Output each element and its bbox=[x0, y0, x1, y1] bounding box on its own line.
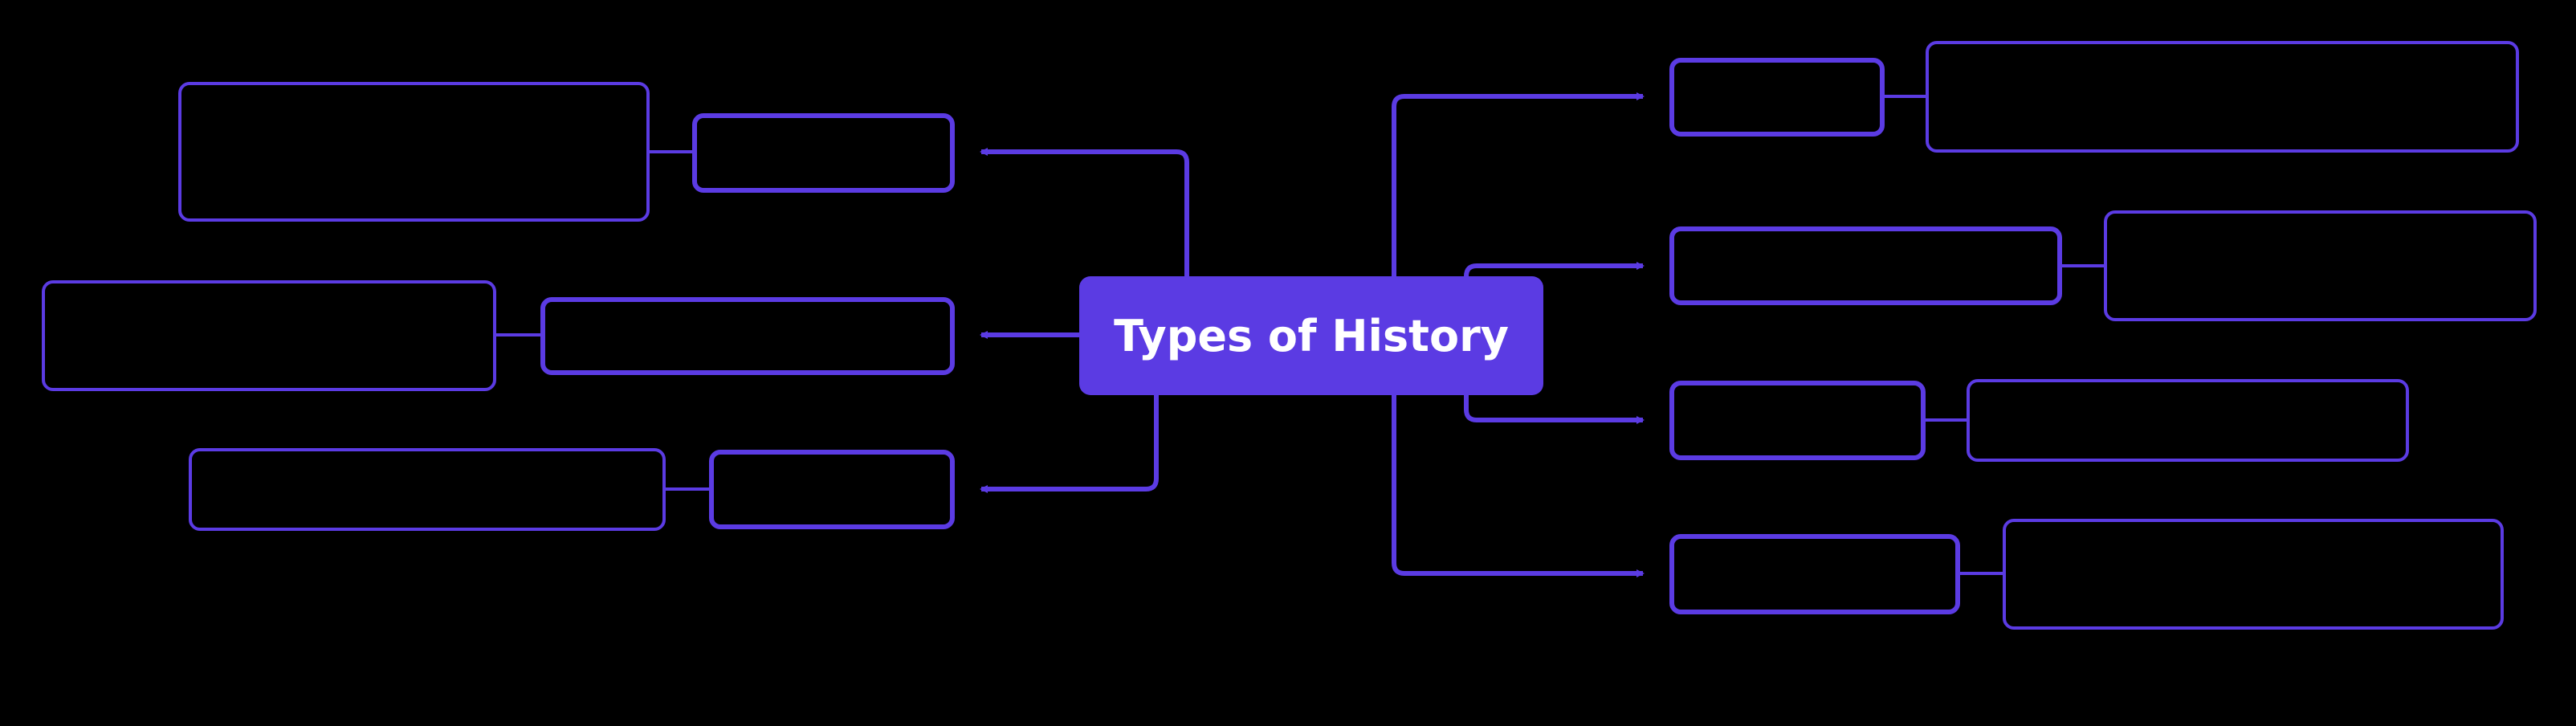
right-detail-box-3[interactable] bbox=[1967, 379, 2409, 462]
right-detail-box-1[interactable] bbox=[1926, 41, 2519, 153]
right-branch-box-2[interactable] bbox=[1669, 226, 2062, 305]
right-detail-box-2[interactable] bbox=[2104, 210, 2537, 321]
right-branch-box-3[interactable] bbox=[1669, 381, 1926, 460]
right-detail-box-4[interactable] bbox=[2003, 519, 2504, 630]
right-branch-box-4[interactable] bbox=[1669, 534, 1960, 614]
central-topic-title: Types of History bbox=[1114, 310, 1509, 361]
left-branch-box-1[interactable] bbox=[692, 113, 955, 193]
left-detail-box-1[interactable] bbox=[178, 82, 650, 222]
central-topic[interactable]: Types of History bbox=[1079, 276, 1543, 395]
left-branch-box-2[interactable] bbox=[540, 297, 955, 375]
left-detail-box-2[interactable] bbox=[42, 280, 496, 391]
left-detail-box-3[interactable] bbox=[189, 448, 666, 531]
left-branch-box-3[interactable] bbox=[709, 450, 955, 529]
right-branch-box-1[interactable] bbox=[1669, 58, 1885, 137]
